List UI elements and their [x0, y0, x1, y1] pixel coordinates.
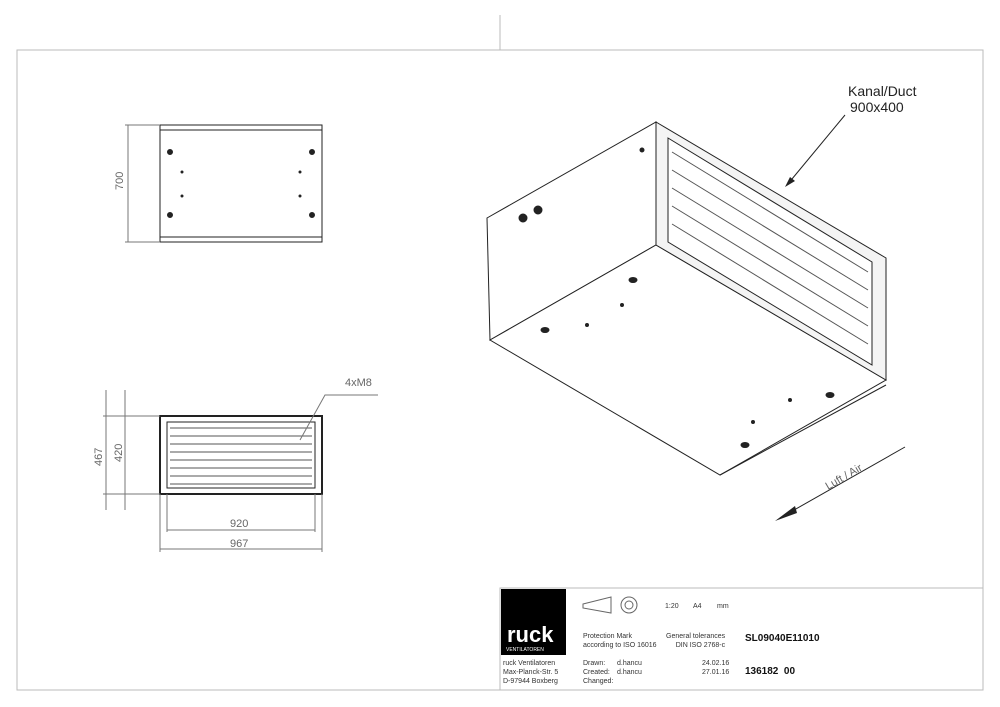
created-by: d.hancu: [617, 669, 642, 676]
airflow-label: Luft / Air: [824, 462, 865, 493]
changed-label: Changed:: [583, 678, 614, 685]
created-date: 27.01.16: [702, 669, 730, 676]
thread-note: 4xM8: [345, 377, 372, 389]
paper-size: A4: [693, 603, 702, 610]
logo-subtext: VENTILATOREN: [506, 647, 544, 653]
created-label: Created:: [583, 669, 610, 676]
general-tolerances: General tolerances DIN ISO 2768-c: [666, 633, 726, 649]
top-view: [159, 124, 323, 243]
dim-420: 420: [113, 444, 125, 462]
protection-mark: Protection Mark according to ISO 16016: [583, 633, 657, 649]
logo: ruck: [507, 622, 554, 647]
isometric-view: [486, 121, 887, 476]
dim-467: 467: [93, 448, 105, 466]
scale: 1:20: [665, 603, 679, 610]
company-line: Max-Planck-Str. 5: [503, 669, 559, 676]
duct-label: Kanal/Duct: [848, 83, 917, 99]
drawing-number: SL09040E11010: [745, 633, 820, 644]
unit: mm: [717, 603, 729, 610]
drawn-label: Drawn:: [583, 660, 606, 667]
dim-920: 920: [230, 518, 248, 530]
company-line: ruck Ventilatoren: [503, 660, 556, 667]
duct-size: 900x400: [850, 99, 904, 115]
logo-box: [501, 589, 566, 655]
dim-700: 700: [114, 172, 126, 190]
airflow-arrow: [775, 506, 797, 521]
front-view: [159, 415, 323, 495]
drawn-date: 24.02.16: [702, 660, 730, 667]
article-number: 136182 00: [745, 666, 796, 677]
company-line: D-97944 Boxberg: [503, 678, 558, 685]
projection-symbol-icon: [582, 596, 638, 614]
drawn-by: d.hancu: [617, 660, 642, 667]
dim-967: 967: [230, 538, 248, 550]
